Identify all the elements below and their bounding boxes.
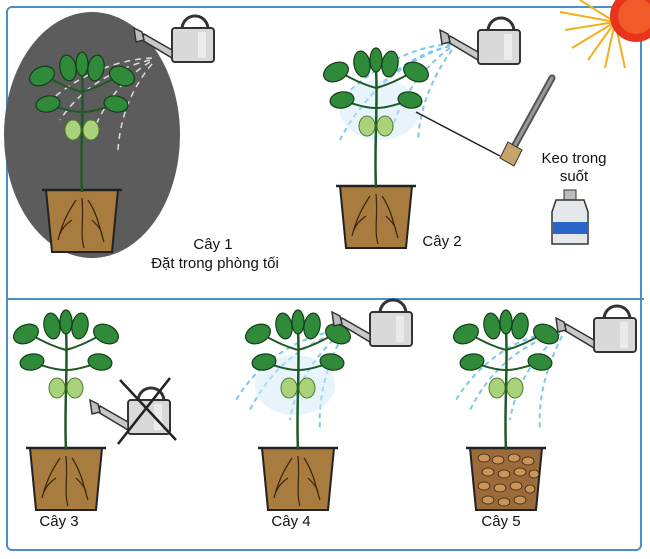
sun-icon: [559, 0, 650, 69]
plant-3-label: Cây 3: [39, 513, 79, 530]
plant-1-label: Cây 1: [193, 236, 233, 253]
pebble-pot: [466, 446, 546, 511]
plant-2-label: Cây 2: [422, 233, 462, 250]
plant-5-group: [449, 304, 638, 511]
watering-can-3: [88, 377, 177, 445]
plant-3-group: [9, 308, 177, 512]
plant-2-group: [319, 16, 589, 250]
watering-can-5: [554, 304, 638, 354]
row-divider: [6, 298, 644, 300]
plant-1-note: Đặt trong phòng tối: [151, 255, 279, 272]
brush-icon: [499, 74, 556, 167]
glue-label-line2: suốt: [559, 168, 589, 185]
plant-4-label: Cây 4: [271, 513, 311, 530]
glue-bottle-icon: [551, 189, 589, 245]
plant-5-label: Cây 5: [481, 513, 521, 530]
watering-can-2: [438, 16, 522, 66]
plant-1-group: [4, 12, 216, 258]
plant-4-group: [235, 298, 414, 512]
glue-label-line1: Keo trong: [541, 150, 607, 167]
diagram-frame: [6, 6, 642, 551]
water-spray-5: [455, 329, 563, 431]
